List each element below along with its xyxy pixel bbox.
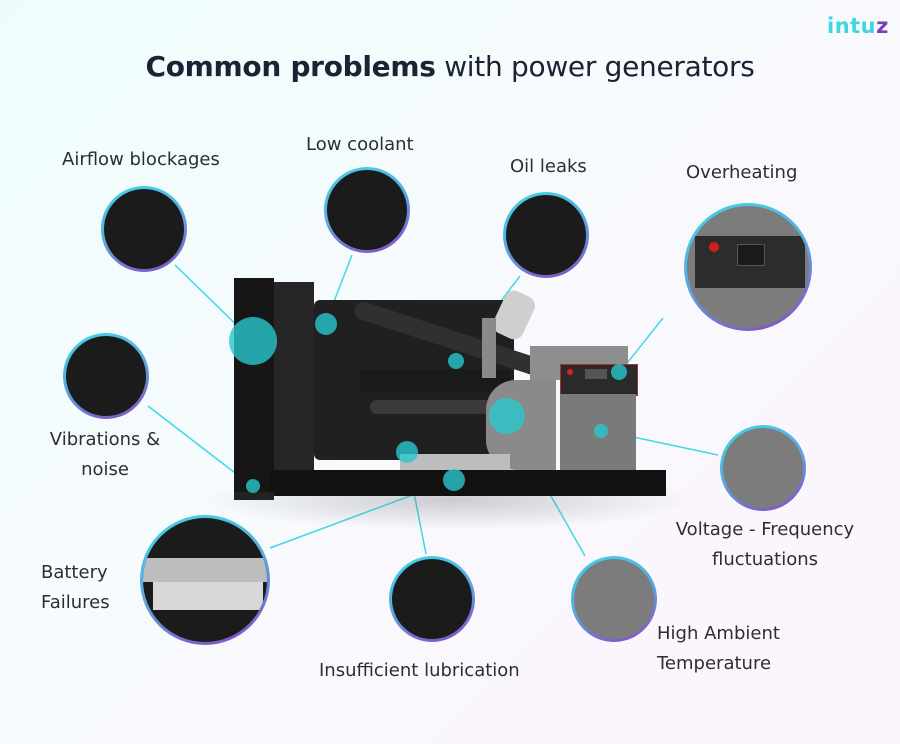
label-vibrations-line1: Vibrations & <box>49 429 161 450</box>
airflow-radiator-image <box>104 189 184 269</box>
thumb-overheating[interactable] <box>684 203 812 331</box>
exhaust-manifold <box>370 400 500 414</box>
hotspot-voltage[interactable] <box>594 424 608 438</box>
radiator-core <box>274 282 314 472</box>
control-panel <box>560 364 638 396</box>
label-overheating: Overheating <box>686 162 798 183</box>
title-light: with power generators <box>435 50 755 83</box>
hotspot-vibrations[interactable] <box>246 479 260 493</box>
label-vibrations-line2: noise <box>81 459 129 480</box>
base-foot <box>234 492 274 500</box>
logo-main: intu <box>827 14 877 38</box>
label-coolant: Low coolant <box>306 134 414 155</box>
vibrations-base-image <box>66 336 146 416</box>
label-battery-line1: Battery <box>41 562 108 583</box>
cylinder-heads <box>360 370 510 392</box>
label-ambient-line2: Temperature <box>657 653 772 674</box>
stop-button-icon <box>709 242 719 252</box>
battery-cells <box>153 582 263 610</box>
generator-illustration <box>230 270 670 510</box>
thumb-lubrication[interactable] <box>389 556 475 642</box>
label-airflow: Airflow blockages <box>62 149 220 170</box>
hotspot-airflow[interactable] <box>229 317 277 365</box>
oil-engine-image <box>506 195 586 275</box>
display <box>585 369 607 379</box>
intuz-logo: intuz <box>827 14 889 38</box>
battery-tray-image <box>143 518 267 642</box>
thumb-voltage[interactable] <box>720 425 806 511</box>
coolant-engine-image <box>327 170 407 250</box>
thumb-coolant[interactable] <box>324 167 410 253</box>
label-lubrication: Insufficient lubrication <box>319 660 520 681</box>
battery-top <box>143 558 267 582</box>
voltage-alternator-image <box>723 428 803 508</box>
hotspot-oil[interactable] <box>448 353 464 369</box>
label-voltage-line1: Voltage - Frequency <box>675 519 855 540</box>
hotspot-battery[interactable] <box>443 469 465 491</box>
hotspot-ambient[interactable] <box>489 398 525 434</box>
label-oil: Oil leaks <box>510 156 587 177</box>
label-battery-line2: Failures <box>41 592 110 613</box>
thumb-ambient[interactable] <box>571 556 657 642</box>
lubrication-engine-image <box>392 559 472 639</box>
label-voltage: Voltage - Frequency fluctuations <box>660 515 870 575</box>
emergency-stop <box>567 369 573 375</box>
label-voltage-line2: fluctuations <box>712 549 818 570</box>
turbo-pipe <box>482 318 496 378</box>
label-ambient-line1: High Ambient <box>657 623 780 644</box>
ambient-alternator-image <box>574 559 654 639</box>
label-ambient: High Ambient Temperature <box>657 619 780 679</box>
logo-accent: z <box>876 14 889 38</box>
thumb-oil[interactable] <box>503 192 589 278</box>
page-title: Common problems with power generators <box>0 50 900 83</box>
hotspot-overheating[interactable] <box>611 364 627 380</box>
thumb-vibrations[interactable] <box>63 333 149 419</box>
title-bold: Common problems <box>145 50 436 83</box>
overheating-panel-image <box>687 206 809 328</box>
label-vibrations: Vibrations & noise <box>40 425 170 485</box>
skid-base <box>270 470 666 496</box>
thumb-battery[interactable] <box>140 515 270 645</box>
thumb-airflow[interactable] <box>101 186 187 272</box>
hotspot-coolant[interactable] <box>315 313 337 335</box>
radiator-front <box>234 278 274 500</box>
hotspot-lubrication[interactable] <box>396 441 418 463</box>
label-battery: Battery Failures <box>41 558 110 618</box>
controller-display-icon <box>737 244 765 266</box>
